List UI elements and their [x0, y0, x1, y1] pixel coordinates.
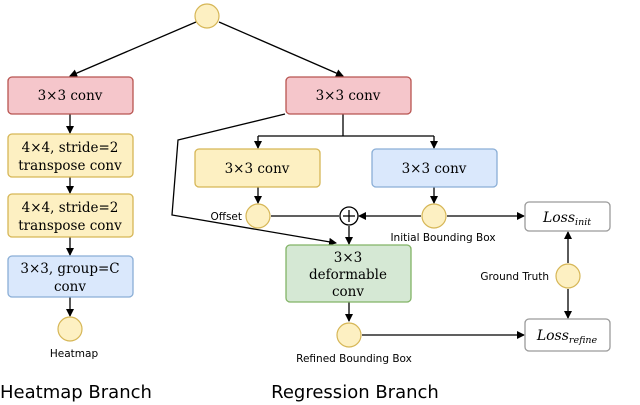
heatmap-conv-label: 3×3 conv [38, 88, 103, 104]
group-conv-box [7, 255, 134, 298]
initial-bbox-node [421, 203, 447, 229]
offset-node [245, 203, 271, 229]
loss-refine-subscript: refine [569, 335, 598, 346]
feature-to-deformable-arrow [171, 113, 337, 246]
group-conv-label-line2: conv [54, 279, 86, 295]
deformable-conv-label-line3: conv [332, 284, 364, 300]
transpose-conv-1-label-line1: 4×4, stride=2 [22, 140, 119, 156]
regression-branch-title: Regression Branch [271, 382, 439, 403]
deformable-conv-label-line2: deformable [309, 267, 387, 283]
regression-conv-label: 3×3 conv [316, 88, 381, 104]
loss-refine-main: Loss [536, 328, 569, 344]
input-to-heatmap-arrow [69, 21, 197, 77]
refined-bbox-label: Refined Bounding Box [296, 353, 412, 365]
offset-label: Offset [210, 211, 242, 223]
deformable-conv-box [285, 244, 412, 303]
loss-init-main: Loss [542, 210, 575, 226]
loss-init-subscript: init [575, 217, 591, 228]
add-node [339, 206, 359, 226]
loss-init-label: Lossinit [542, 210, 591, 228]
regression-conv-box [285, 76, 412, 115]
offset-conv-label: 3×3 conv [225, 161, 290, 177]
transpose-conv-2-box [7, 193, 134, 238]
heatmap-conv-box [7, 76, 134, 115]
group-conv-label-line1: 3×3, group=C [20, 261, 119, 277]
input-to-regression-arrow [218, 21, 344, 77]
transpose-conv-1-label-line2: transpose conv [18, 158, 122, 174]
heatmap-branch-title: Heatmap Branch [0, 382, 152, 403]
ground-truth-label: Ground Truth [480, 271, 549, 283]
bbox-conv-label: 3×3 conv [402, 161, 467, 177]
ground-truth-node [555, 263, 581, 289]
transpose-conv-1-box [7, 133, 134, 178]
refined-bbox-node [336, 322, 362, 348]
transpose-conv-2-label-line1: 4×4, stride=2 [22, 200, 119, 216]
loss-refine-box [524, 318, 611, 352]
initial-bbox-label: Initial Bounding Box [390, 232, 495, 244]
heatmap-label: Heatmap [50, 348, 99, 360]
offset-conv-box [194, 148, 321, 188]
input-node [194, 3, 220, 29]
transpose-conv-2-label-line2: transpose conv [18, 218, 122, 234]
loss-init-box [524, 201, 611, 232]
loss-refine-label: Lossrefine [536, 328, 598, 346]
bbox-conv-box [371, 148, 498, 188]
deformable-conv-label-line1: 3×3 [334, 250, 363, 266]
heatmap-node [57, 316, 83, 342]
